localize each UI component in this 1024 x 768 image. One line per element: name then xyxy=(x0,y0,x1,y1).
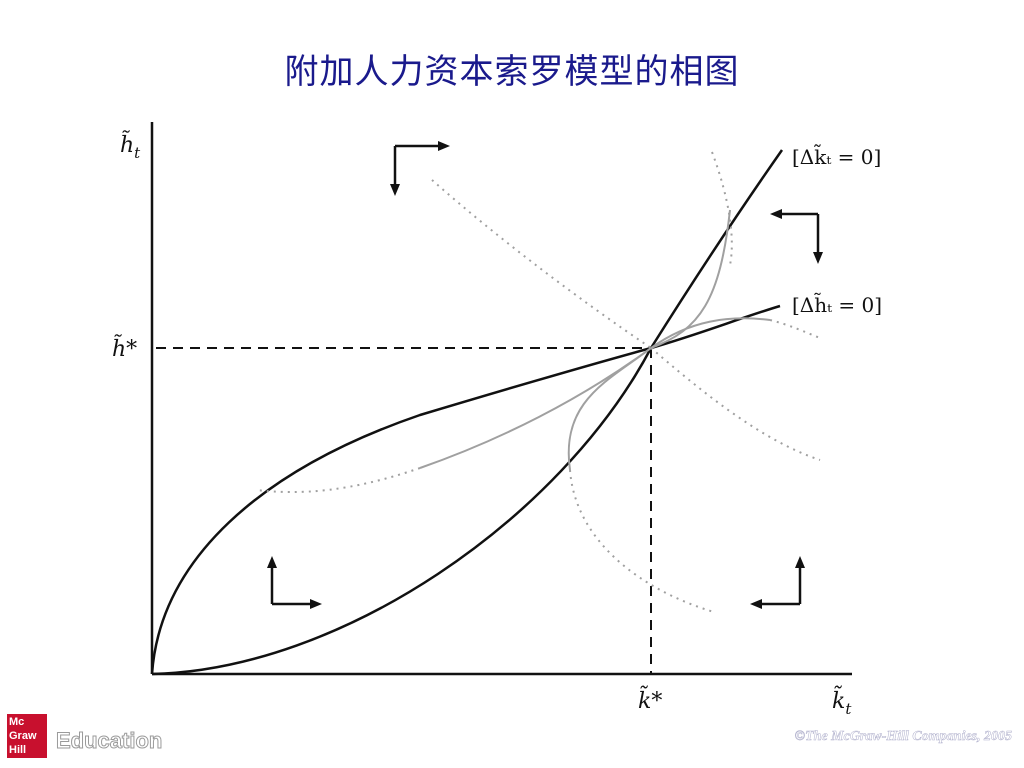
locus-h-label: [Δh̃ₜ = 0] xyxy=(792,293,882,317)
logo-education-text: Education xyxy=(55,728,163,754)
copyright-text: ©The McGraw-Hill Companies, 2005 xyxy=(794,729,1012,745)
h-star-label: h̃* xyxy=(112,335,137,362)
trajectory-dotted-6 xyxy=(569,469,715,613)
y-axis-label: h̃t xyxy=(120,131,141,162)
locus-h-curve xyxy=(150,304,781,675)
trajectory-dotted-5 xyxy=(255,467,421,494)
arrow-pair-bottom-right xyxy=(750,556,805,609)
trajectory-solid-upper xyxy=(650,209,731,349)
slide-title: 附加人力资本索罗模型的相图 xyxy=(284,52,740,92)
arrow-pair-top-right xyxy=(770,209,823,264)
arrow-pair-bottom-left xyxy=(267,556,322,609)
k-star-label: k̃* xyxy=(638,684,662,714)
locus-k-curve xyxy=(151,149,784,676)
locus-k-label: [Δk̃ₜ = 0] xyxy=(792,143,881,169)
arrow-pair-top-left xyxy=(390,141,450,196)
trajectory-solid-right xyxy=(650,317,771,349)
x-axis-label: k̃t xyxy=(832,684,852,718)
trajectory-dotted-2 xyxy=(650,347,821,461)
trajectory-solid-lower xyxy=(567,347,652,471)
trajectory-dotted-1 xyxy=(431,179,652,349)
trajectory-dotted-3 xyxy=(711,151,733,266)
trajectory-solid-left xyxy=(419,347,652,469)
mcgraw-hill-logo: Mc Graw Hill xyxy=(7,714,47,758)
trajectory-dotted-4 xyxy=(769,319,821,339)
